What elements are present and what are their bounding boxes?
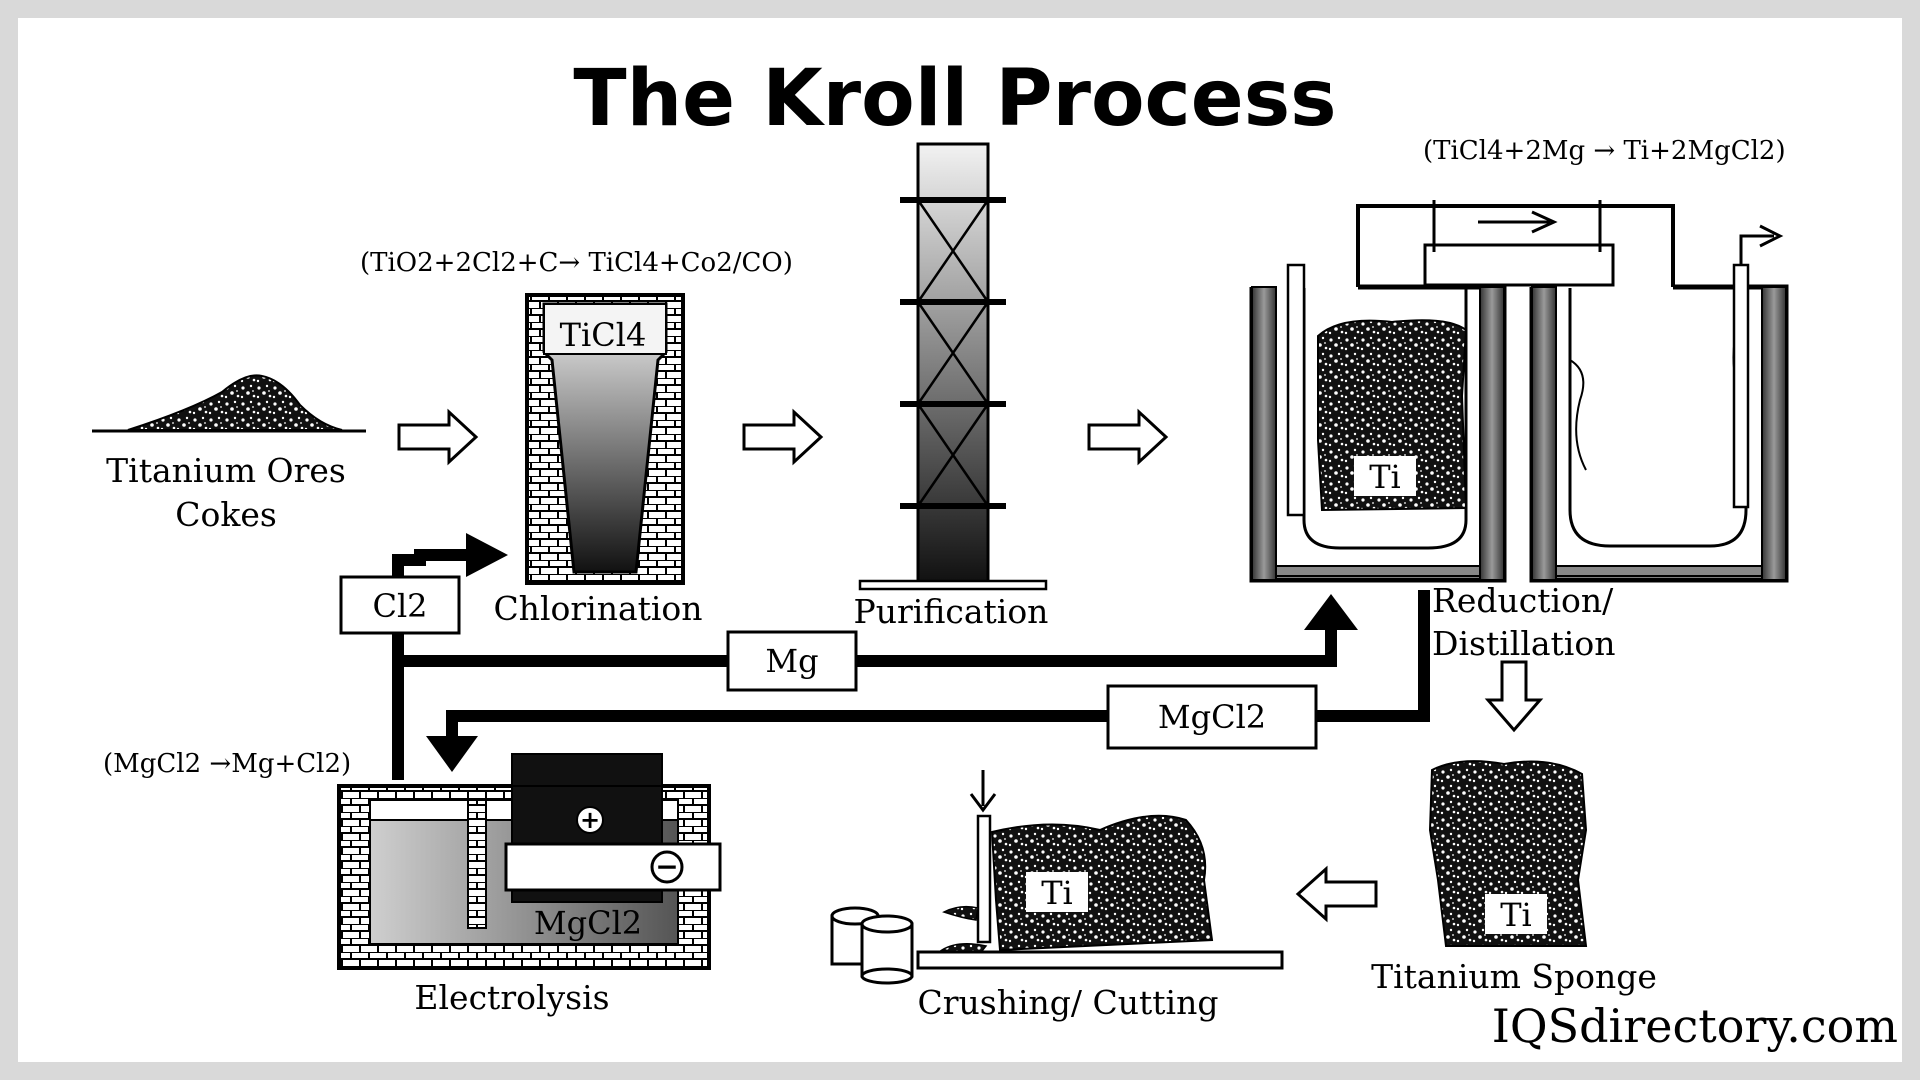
mgcl2-box bbox=[1106, 684, 1318, 750]
mg-label: Mg bbox=[765, 642, 818, 680]
chlorination-equation: (TiO2+2Cl2+C→ TiCl4+Co2/CO) bbox=[360, 248, 793, 278]
minus-electrode: − bbox=[655, 850, 678, 883]
cokes-label: Cokes bbox=[175, 495, 277, 534]
cl2-box bbox=[339, 575, 461, 635]
reduction-equation: (TiCl4+2Mg → Ti+2MgCl2) bbox=[1423, 136, 1786, 166]
ti-crush-label: Ti bbox=[1041, 874, 1073, 912]
plus-electrode: + bbox=[580, 806, 600, 834]
arrow-right-2 bbox=[742, 408, 824, 466]
sponge-label: Titanium Sponge bbox=[1371, 957, 1657, 996]
ti-crush-box bbox=[1026, 872, 1088, 912]
electrolysis-label: Electrolysis bbox=[414, 978, 609, 1017]
ti-reactor-label: Ti bbox=[1369, 458, 1401, 496]
electrolysis-equation: (MgCl2 →Mg+Cl2) bbox=[103, 749, 351, 779]
ti-sponge-label: Ti bbox=[1500, 896, 1532, 934]
mg-box bbox=[726, 630, 858, 692]
ti-sponge-box bbox=[1485, 894, 1547, 934]
reduction-label-line1: Reduction/ bbox=[1432, 581, 1614, 620]
page-title: The Kroll Process bbox=[573, 54, 1336, 144]
arrow-left bbox=[1295, 865, 1378, 923]
purification-label: Purification bbox=[854, 592, 1049, 631]
reduction-label-line2: Distillation bbox=[1432, 624, 1615, 663]
electrolysis-cell bbox=[337, 753, 722, 970]
arrow-right-1 bbox=[397, 408, 479, 466]
crushing-station bbox=[830, 770, 1284, 985]
purification-column bbox=[858, 142, 1048, 591]
arrow-right-3 bbox=[1087, 408, 1169, 466]
cl2-label: Cl2 bbox=[372, 587, 427, 625]
crushing-label: Crushing/ Cutting bbox=[918, 983, 1219, 1022]
mgcl2-line-label: MgCl2 bbox=[1158, 698, 1266, 736]
chlorination-furnace bbox=[525, 293, 685, 585]
mgcl2-cell-label: MgCl2 bbox=[534, 904, 642, 942]
ore-pile bbox=[92, 374, 366, 433]
watermark: IQSdirectory.com bbox=[1492, 999, 1898, 1053]
recycle-flow-lines bbox=[392, 533, 1430, 780]
arrow-down-sponge bbox=[1484, 660, 1544, 733]
ores-label: Titanium Ores bbox=[106, 451, 346, 490]
chlorination-label: Chlorination bbox=[493, 589, 702, 628]
ti-reactor-box bbox=[1354, 456, 1416, 496]
ticl4-label: TiCl4 bbox=[560, 316, 647, 354]
